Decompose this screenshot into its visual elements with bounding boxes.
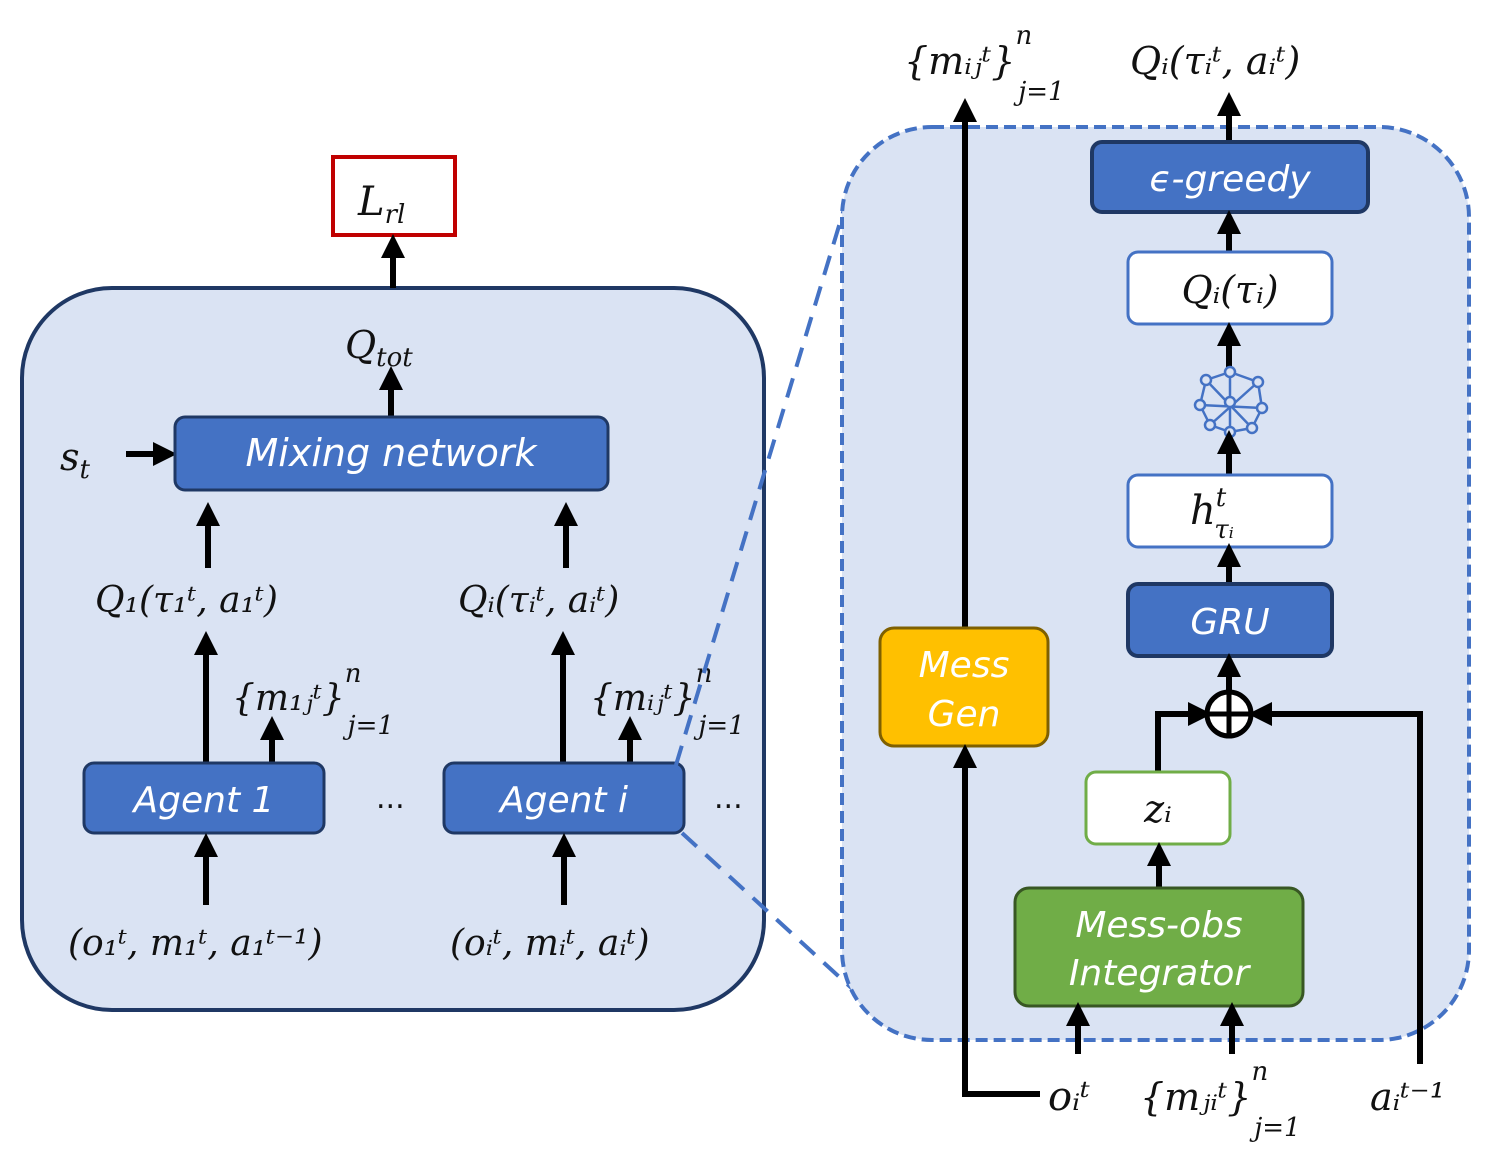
integrator-box — [1013, 886, 1305, 1008]
arrow-obs-to-messgen — [953, 744, 1040, 1097]
agent-i-label: Agent i — [498, 780, 628, 821]
zoom-line-bottom — [680, 831, 872, 1007]
in-obs-label: oᵢᵗ — [1048, 1074, 1090, 1120]
concat-icon — [1204, 689, 1254, 739]
q-tau-label: Qᵢ(τᵢ) — [1181, 268, 1278, 312]
agent-1-label: Agent 1 — [132, 780, 275, 821]
mess-gen-label-line2: Gen — [928, 694, 1001, 735]
epsilon-greedy-label: ϵ-greedy — [1149, 159, 1311, 200]
gru-label: GRU — [1190, 602, 1269, 643]
out-q-label: Qᵢ(τᵢᵗ, aᵢᵗ) — [1130, 39, 1300, 83]
mixing-network-box — [173, 415, 610, 492]
mess-gen-label-line1: Mess — [919, 645, 1010, 686]
in-action-label: aᵢᵗ⁻¹ — [1370, 1075, 1445, 1119]
arrow-z-to-concat — [1155, 702, 1212, 772]
loss-box — [331, 155, 457, 237]
z-label: zᵢ — [1143, 787, 1172, 831]
arrow-action-to-concat — [1248, 702, 1423, 1064]
qi-label: Qᵢ(τᵢᵗ, aᵢᵗ) — [458, 580, 619, 621]
state-label: st — [60, 435, 91, 485]
zoom-line-top — [674, 205, 847, 766]
q1-label: Q₁(τ₁ᵗ, a₁ᵗ) — [95, 580, 278, 621]
input-i-label: (oᵢᵗ, mᵢᵗ, aᵢᵗ) — [450, 923, 650, 964]
mixing-network-label: Mixing network — [246, 431, 539, 475]
input-1-label: (o₁ᵗ, m₁ᵗ, a₁ᵗ⁻¹) — [68, 923, 323, 964]
integrator-label-line2: Integrator — [1069, 953, 1252, 994]
loss-label: Lrl — [357, 179, 405, 230]
ellipsis-left: ... — [376, 781, 405, 816]
q-tot-label: Qtot — [345, 323, 413, 373]
integrator-label-line1: Mess-obs — [1075, 905, 1242, 946]
ellipsis-right: ... — [714, 781, 743, 816]
